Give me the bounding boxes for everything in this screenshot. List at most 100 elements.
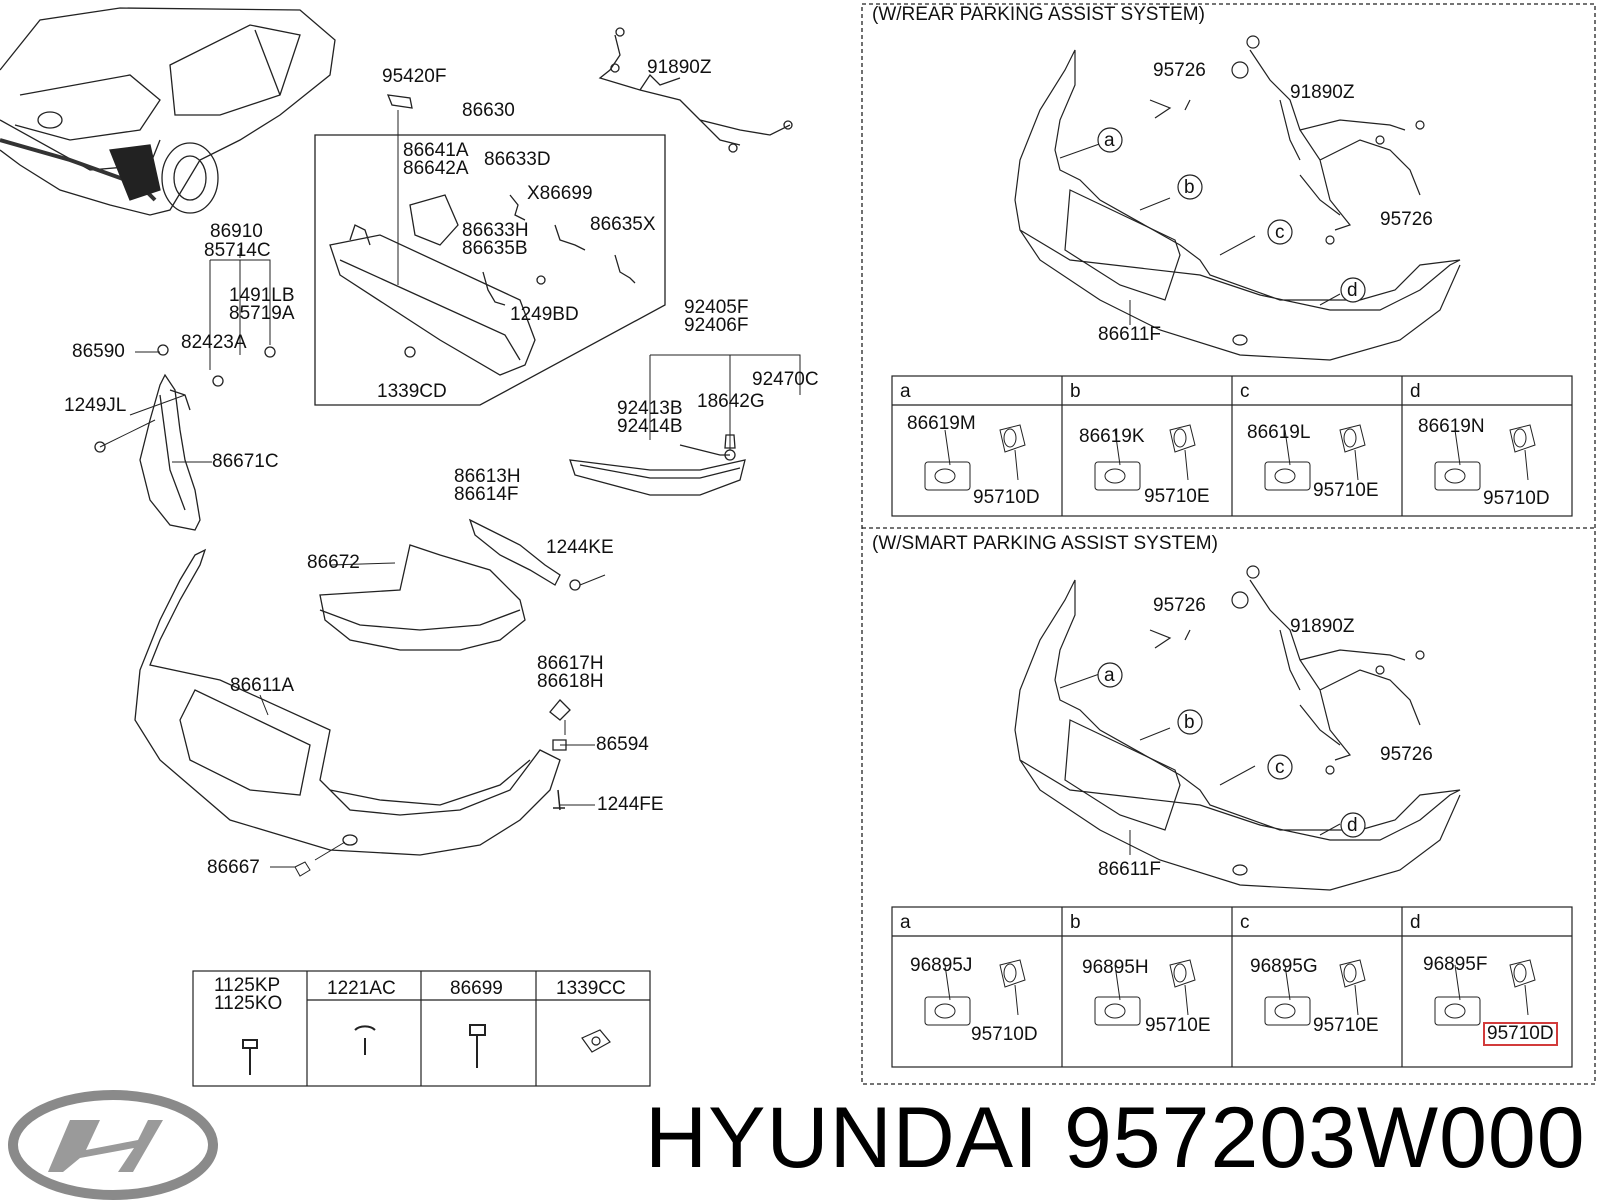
part-label: 92414B	[617, 416, 683, 437]
part-label: 86618H	[537, 671, 604, 692]
bracket-label: 96895J	[910, 955, 973, 976]
bracket-x86699	[554, 224, 586, 251]
marker-a: a	[1104, 665, 1115, 686]
part-label: 85719A	[229, 303, 295, 324]
part-label: 18642G	[697, 391, 765, 412]
part-label: 86613H	[454, 466, 521, 487]
part-label: 86635X	[590, 214, 656, 235]
highlighted-sensor-label: 95710D	[1483, 1022, 1558, 1046]
sensor-label: 95710E	[1313, 1015, 1379, 1036]
fastener-header: 1221AC	[327, 978, 396, 999]
bracket-86641a	[409, 194, 459, 246]
part-label: 86630	[462, 100, 515, 121]
part-label: 86641A	[403, 140, 469, 161]
sensor-label: 95710E	[1145, 1015, 1211, 1036]
sensor-label: 95710E	[1313, 480, 1379, 501]
marker-c: c	[1275, 222, 1285, 243]
part-label: 1339CD	[377, 381, 447, 402]
part-label: 95420F	[382, 66, 447, 87]
sensor-label: 95710D	[973, 487, 1040, 508]
cell-key: c	[1240, 912, 1250, 933]
sensor-label: 95710E	[1144, 486, 1210, 507]
brand-part-title: HYUNDAI 957203W000	[645, 1088, 1586, 1188]
part-label: X86699	[527, 183, 593, 204]
cell-key: d	[1410, 381, 1421, 402]
cell-key: b	[1070, 912, 1081, 933]
section-title-smart: (W/SMART PARKING ASSIST SYSTEM)	[872, 533, 1218, 554]
bracket-label: 86619K	[1079, 426, 1145, 447]
bumper-corner-86672	[319, 544, 526, 651]
part-label: 91890Z	[647, 57, 712, 78]
reflector-lamp	[569, 354, 801, 496]
part-label: 86672	[307, 552, 360, 573]
part-label: 1491LB	[229, 285, 295, 306]
cell-key: a	[900, 912, 911, 933]
part-label: 86617H	[537, 653, 604, 674]
brand-name: HYUNDAI	[645, 1090, 1040, 1186]
bracket-86613h	[468, 518, 561, 586]
vehicle-illustration	[0, 7, 336, 216]
part-label: 91890Z	[1290, 82, 1355, 103]
part-label: 86635B	[462, 238, 528, 259]
wiring-harness-top	[598, 27, 793, 153]
part-label: 86633H	[462, 220, 529, 241]
bracket-86635x	[614, 254, 636, 284]
sensor-label: 95710D	[971, 1024, 1038, 1045]
fastener-header: 86699	[450, 978, 503, 999]
part-label: 86611F	[1098, 859, 1162, 880]
cell-key: b	[1070, 381, 1081, 402]
part-label: 86642A	[403, 158, 469, 179]
side-bracket-86671c	[139, 373, 201, 531]
part-label: 1249JL	[64, 395, 127, 416]
cell-key: c	[1240, 381, 1250, 402]
marker-b: b	[1184, 177, 1195, 198]
part-number: 957203W000	[1063, 1090, 1586, 1186]
part-label: 86671C	[212, 451, 279, 472]
bracket-label: 86619M	[907, 413, 976, 434]
part-label: 95726	[1380, 744, 1433, 765]
cell-key: a	[900, 381, 911, 402]
cell-key: d	[1410, 912, 1421, 933]
marker-c: c	[1275, 757, 1285, 778]
bracket-label: 86619L	[1247, 422, 1311, 443]
marker-b: b	[1184, 712, 1195, 733]
fastener-table-frame	[192, 970, 651, 1087]
rear-variant-drawing	[1014, 35, 1461, 891]
sensor-label: 95710D	[1483, 488, 1550, 509]
part-label: 86633D	[484, 149, 551, 170]
part-label: 86667	[207, 857, 260, 878]
bracket-label: 96895H	[1082, 957, 1149, 978]
bracket-label: 86619N	[1418, 416, 1485, 437]
part-label: 92406F	[684, 315, 749, 336]
part-label: 86611F	[1098, 324, 1162, 345]
part-label: 92405F	[684, 297, 749, 318]
part-label: 1244FE	[597, 794, 664, 815]
part-label: 95726	[1380, 209, 1433, 230]
section-title-rear: (W/REAR PARKING ASSIST SYSTEM)	[872, 4, 1205, 25]
part-label: 1249BD	[510, 304, 579, 325]
part-label: 95726	[1153, 60, 1206, 81]
fastener-header: 1339CC	[556, 978, 626, 999]
part-label: 86594	[596, 734, 649, 755]
part-label: 85714C	[204, 240, 271, 261]
bracket-86633h	[482, 271, 506, 306]
variant-frame	[861, 3, 1596, 1085]
part-label: 86614F	[454, 484, 519, 505]
part-label: 92470C	[752, 369, 819, 390]
part-label: 86910	[210, 221, 263, 242]
marker-d: d	[1347, 815, 1358, 836]
part-label: 92413B	[617, 398, 683, 419]
bracket-group-box	[314, 134, 666, 406]
bracket-label: 96895G	[1250, 956, 1318, 977]
bracket-86633d	[509, 194, 526, 221]
fastener-header: 1125KP	[214, 975, 281, 996]
fastener-header: 1125KO	[214, 993, 283, 1014]
sensor-table-frames	[891, 375, 1573, 1068]
hyundai-logo	[8, 1090, 218, 1200]
part-label: 95726	[1153, 595, 1206, 616]
back-beam	[329, 224, 536, 376]
bracket-label: 96895F	[1423, 954, 1488, 975]
part-label: 1244KE	[546, 537, 614, 558]
part-label: 82423A	[181, 332, 247, 353]
part-label: 91890Z	[1290, 616, 1355, 637]
